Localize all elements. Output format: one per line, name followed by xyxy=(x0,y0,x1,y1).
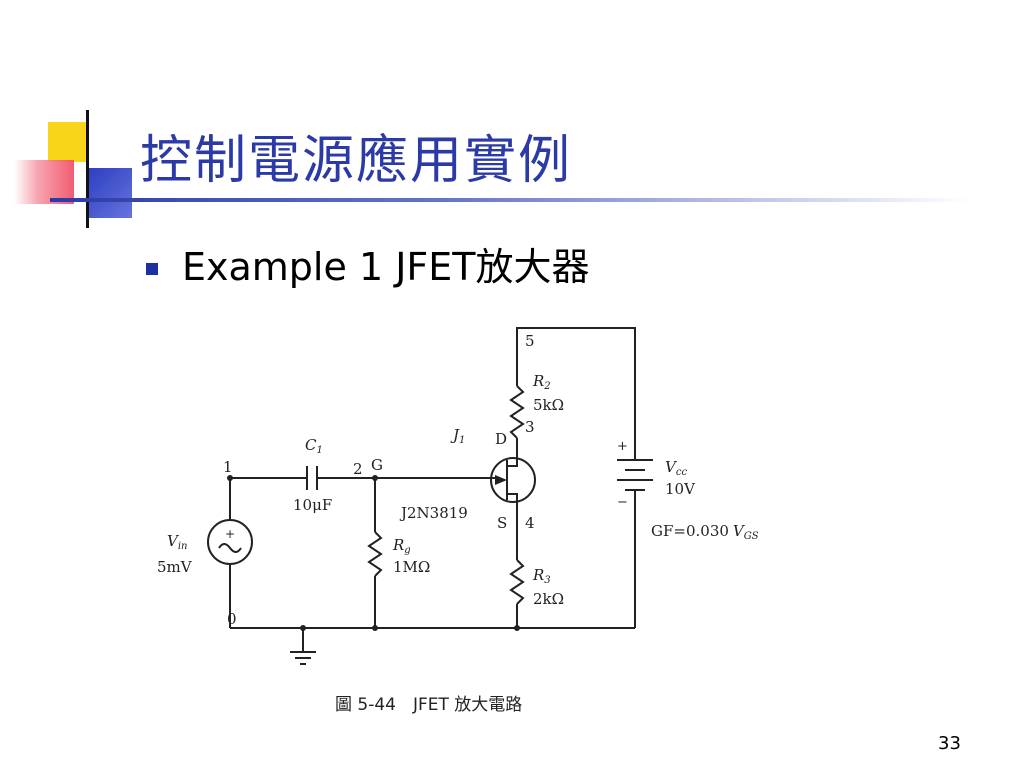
r3-zigzag xyxy=(509,559,525,605)
vin-ref-label: Vin xyxy=(167,532,187,552)
jfet-model-label: J2N3819 xyxy=(399,504,468,522)
vcc-minus-label: − xyxy=(617,495,628,510)
vin-wave xyxy=(218,543,242,553)
gate-label: G xyxy=(371,456,383,474)
square-bullet-icon xyxy=(146,262,158,275)
junction-node2 xyxy=(372,475,378,481)
c1-ref-label: C1 xyxy=(305,436,323,456)
vcc-ref-label: Vcc xyxy=(665,458,687,478)
jfet-circle xyxy=(490,457,536,503)
node-label-0: 0 xyxy=(227,610,237,628)
node-label-3: 3 xyxy=(525,418,535,436)
rg-value-label: 1MΩ xyxy=(393,558,430,576)
source-label: S xyxy=(497,514,507,532)
title-underline xyxy=(50,198,970,202)
jfet-gate-arrow xyxy=(495,475,507,485)
slide-title: 控制電源應用實例 xyxy=(140,131,573,191)
r2-ref-label: R2 xyxy=(532,372,551,392)
node-label-5: 5 xyxy=(525,332,535,350)
deco-blue-square xyxy=(88,168,132,218)
jfet-amplifier-circuit: 1 2 5 3 4 0 G D S J2N3819 J1 C1 10μF Rg … xyxy=(157,327,759,715)
jfet-ref-label: J1 xyxy=(450,426,465,446)
vin-value-label: 5mV xyxy=(157,558,193,576)
jfet-drain-stub xyxy=(507,450,518,467)
figure-caption: 圖 5-44 JFET 放大電路 xyxy=(335,695,522,715)
junction-r3-bottom xyxy=(514,625,520,631)
c1-value-label: 10μF xyxy=(293,496,332,514)
node-label-2: 2 xyxy=(353,460,363,478)
deco-vertical-line xyxy=(86,110,89,228)
page-number: 33 xyxy=(938,733,961,754)
junction-node1 xyxy=(227,475,233,481)
node-label-1: 1 xyxy=(223,458,233,476)
r3-ref-label: R3 xyxy=(532,566,551,586)
r2-zigzag xyxy=(509,385,525,439)
junction-rg-bottom xyxy=(372,625,378,631)
bullet-text: Example 1 JFET放大器 xyxy=(182,245,590,289)
rg-zigzag xyxy=(367,531,383,577)
vcc-value-label: 10V xyxy=(665,480,696,498)
deco-red-square xyxy=(14,160,74,204)
rg-ref-label: Rg xyxy=(392,536,411,556)
bullet-item: Example 1 JFET放大器 xyxy=(146,236,589,291)
jfet-source-stub xyxy=(507,493,518,510)
wire-r2-top xyxy=(516,327,636,460)
vcc-plus-label: + xyxy=(617,439,628,454)
node-label-4: 4 xyxy=(525,514,535,532)
r2-value-label: 5kΩ xyxy=(533,396,564,414)
drain-label: D xyxy=(495,430,507,448)
r3-value-label: 2kΩ xyxy=(533,590,564,608)
junction-ground xyxy=(300,625,306,631)
vin-plus-label: + xyxy=(225,527,235,541)
deco-yellow-square xyxy=(48,122,88,162)
